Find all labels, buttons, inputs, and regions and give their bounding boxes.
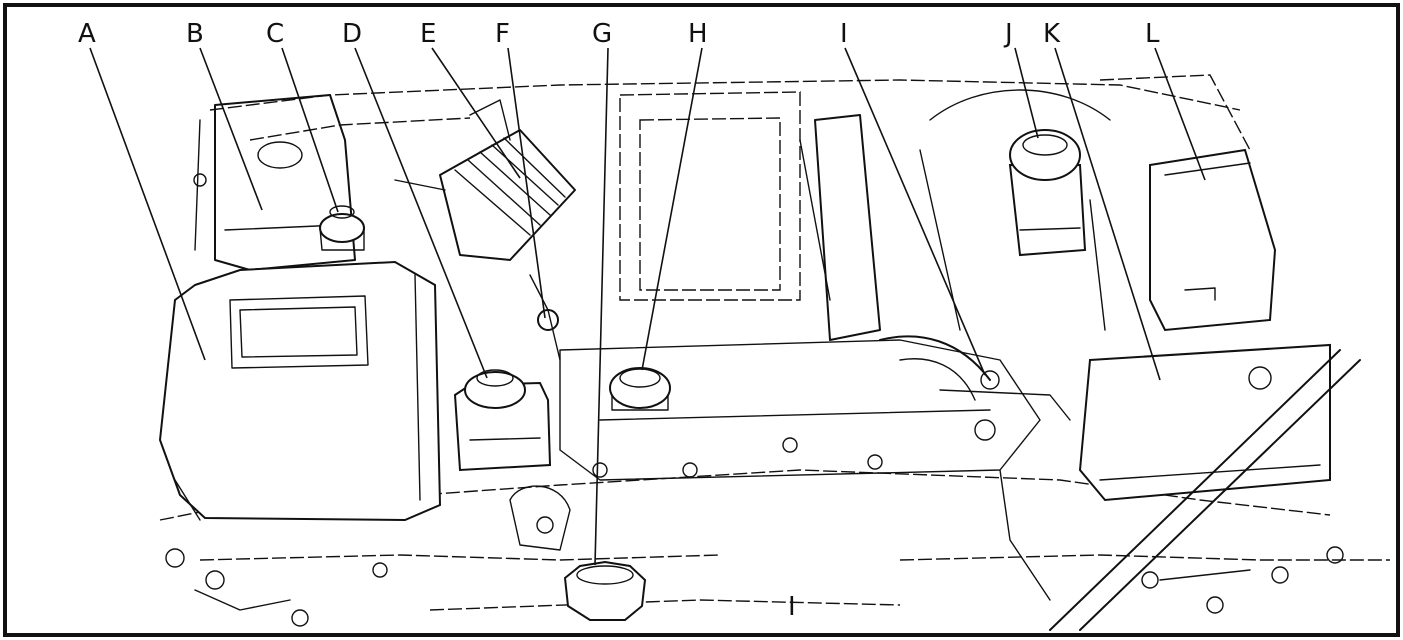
label-e: E	[420, 19, 436, 49]
leader-f	[507, 47, 546, 319]
leader-lines	[89, 47, 1206, 566]
leader-i	[844, 47, 986, 376]
label-k: K	[1043, 19, 1061, 49]
label-c: C	[266, 19, 284, 49]
label-j: J	[1003, 19, 1013, 49]
label-h: H	[688, 19, 708, 49]
engine-line-art	[158, 74, 1390, 631]
label-d: D	[342, 19, 362, 49]
label-a: A	[78, 19, 96, 49]
callout-labels: A B C D E F G H I J K L I	[78, 19, 1160, 622]
leader-c	[281, 47, 339, 213]
leader-e	[431, 47, 521, 179]
leader-b	[199, 47, 263, 211]
label-bottom: I	[788, 592, 796, 622]
leader-k	[1054, 47, 1161, 381]
leader-d	[354, 47, 488, 379]
label-f: F	[495, 19, 510, 49]
label-b: B	[186, 19, 204, 49]
leader-h	[641, 47, 703, 371]
leader-j	[1014, 47, 1039, 139]
label-i: I	[840, 19, 848, 49]
leader-l	[1154, 47, 1206, 181]
leader-g	[594, 47, 609, 566]
label-g: G	[592, 19, 612, 49]
label-l: L	[1145, 19, 1160, 49]
leader-a	[89, 47, 206, 361]
